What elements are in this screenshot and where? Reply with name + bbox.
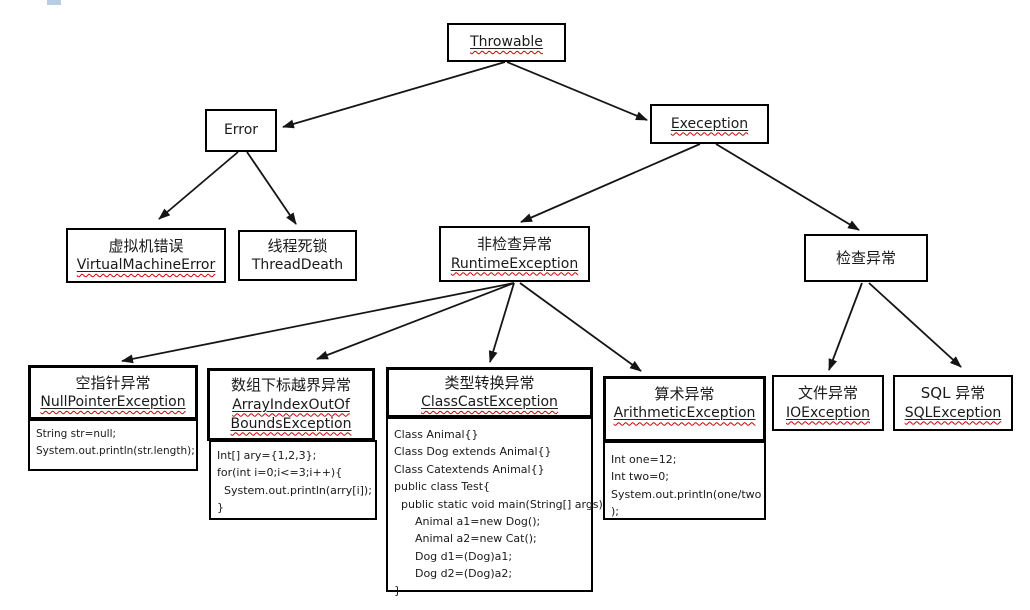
code-line: Dog d1=(Dog)a1;	[394, 549, 513, 563]
edge-runtime-nullpointer	[121, 282, 515, 364]
node-title-en: Throwable	[470, 34, 543, 51]
code-line: Int one=12;	[611, 453, 677, 466]
node-title-en: ThreadDeath	[251, 257, 344, 274]
code-panel-arithmetic: Int one=12; Int two=0; System.out.printl…	[603, 441, 766, 520]
code-line: Animal a1=new Dog();	[394, 514, 541, 528]
node-title-en: ArithmeticException	[613, 405, 756, 422]
edge-error-threaddeath	[246, 151, 297, 225]
code-line: public static void main(String[] args){	[394, 497, 610, 511]
code-line: Animal a2=new Cat();	[394, 532, 537, 546]
node-title-zh: 线程死锁	[267, 236, 328, 255]
node-title-zh: 非检查异常	[476, 235, 552, 254]
node-exeception: Exeception	[650, 104, 769, 144]
edge-runtime-classcast	[488, 282, 515, 363]
node-title-en: IOException	[785, 404, 871, 421]
code-line: }	[394, 584, 401, 598]
node-classcastexception: 类型转换异常 ClassCastException	[386, 367, 593, 418]
node-virtualmachineerror: 虚拟机错误 VirtualMachineError	[66, 228, 226, 283]
node-title-zh: SQL 异常	[920, 384, 986, 403]
code-line: System.out.println(str.length);	[36, 444, 195, 457]
node-title-zh: 检查异常	[835, 248, 896, 267]
code-line: Int[] ary={1,2,3};	[217, 449, 317, 462]
node-ioexception: 文件异常 IOException	[772, 375, 884, 431]
node-title-zh: 空指针异常	[75, 373, 151, 392]
code-line: Class Catextends Animal{}	[394, 462, 545, 476]
node-title-zh: 数组下标越界异常	[230, 376, 351, 395]
code-line: for(int i=0;i<=3;i++){	[217, 466, 343, 480]
code-panel-nullpointer: String str=null; System.out.println(str.…	[28, 419, 198, 471]
edge-throwable-error	[282, 61, 506, 129]
code-line: String str=null;	[36, 428, 117, 440]
node-threaddeath: 线程死锁 ThreadDeath	[238, 230, 357, 281]
code-line: System.out.println(one/two	[611, 487, 762, 501]
edge-exeception-checked	[715, 143, 860, 231]
code-line: Class Dog extends Animal{}	[394, 445, 552, 459]
edge-exeception-runtime	[520, 143, 701, 223]
node-title-zh: 类型转换异常	[444, 373, 535, 392]
code-line: );	[611, 505, 619, 519]
code-line: System.out.println(arry[i]);	[217, 483, 372, 497]
node-arithmeticexception: 算术异常 ArithmeticException	[603, 376, 766, 442]
code-line: Dog d2=(Dog)a2;	[394, 567, 513, 580]
code-panel-classcast: Class Animal{} Class Dog extends Animal{…	[386, 417, 610, 597]
node-arrayindexoutofboundsexception: 数组下标越界异常 ArrayIndexOutOf BoundsException	[207, 368, 375, 441]
node-title-zh: 文件异常	[797, 384, 858, 403]
node-title-en: SQLException	[904, 404, 1002, 421]
edge-checked-sql	[868, 282, 962, 368]
edge-error-vmerror	[158, 151, 239, 220]
node-title-en: ClassCastException	[421, 394, 558, 411]
node-title-en: RuntimeException	[450, 255, 579, 272]
edge-checked-io	[828, 282, 863, 371]
node-runtimeexception: 非检查异常 RuntimeException	[439, 226, 590, 282]
code-panel-array: Int[] ary={1,2,3}; for(int i=0;i<=3;i++)…	[209, 440, 377, 520]
node-throwable: Throwable	[447, 23, 566, 62]
node-title-en: VirtualMachineError	[76, 257, 216, 274]
code-line: Int two=0;	[611, 470, 669, 484]
node-checked-exception: 检查异常	[804, 234, 928, 282]
code-line: public class Test{	[394, 480, 491, 494]
clipped-anchor-icon	[47, 0, 61, 5]
node-title-zh: 虚拟机错误	[108, 236, 184, 255]
node-title-en: Error	[223, 122, 259, 139]
node-title-en: NullPointerException	[40, 394, 186, 411]
node-title-zh: 算术异常	[654, 385, 715, 403]
node-sqlexception: SQL 异常 SQLException	[893, 375, 1013, 431]
edge-runtime-arithmetic	[519, 282, 642, 372]
node-error: Error	[205, 109, 277, 152]
node-title-en: Exeception	[670, 115, 749, 132]
code-line: Class Animal{}	[394, 428, 479, 441]
edge-runtime-array	[316, 282, 515, 360]
node-title-en: BoundsException	[230, 415, 352, 432]
node-title-en: ArrayIndexOutOf	[232, 396, 350, 413]
edge-throwable-exeception	[506, 61, 648, 121]
node-nullpointerexception: 空指针异常 NullPointerException	[28, 365, 198, 420]
code-line: }	[217, 501, 224, 515]
